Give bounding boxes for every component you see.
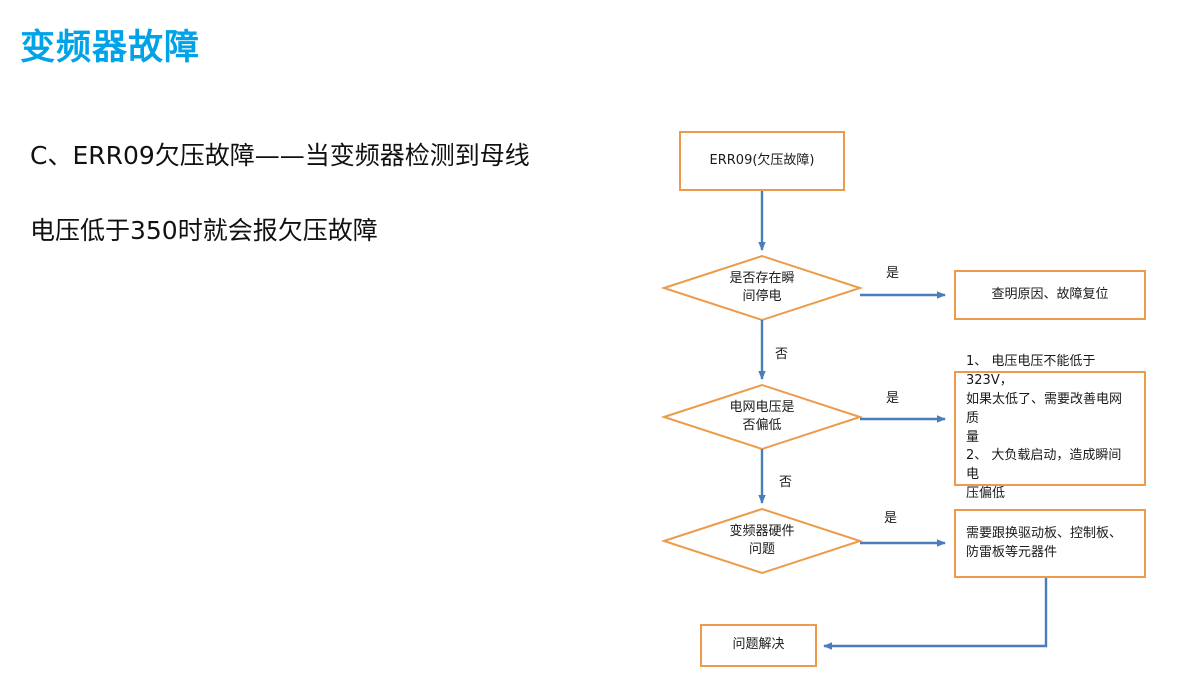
flow-node-action-2-label: 1、 电压电压不能低于323V， 如果太低了、需要改善电网质 量 2、 大负载启… <box>966 354 1123 502</box>
edge-label-yes-1: 是 <box>886 266 900 281</box>
decision-diamond-1-shape <box>660 254 864 322</box>
flow-node-start-label: ERR09(欠压故障) <box>709 152 815 168</box>
body-paragraph-line-1: C、ERR09欠压故障——当变频器检测到母线 <box>30 141 530 170</box>
flow-node-start[interactable]: ERR09(欠压故障) <box>679 131 845 191</box>
edge-label-yes-3: 是 <box>884 511 898 526</box>
edge-label-yes-2: 是 <box>886 391 900 406</box>
decision-diamond-2-shape <box>660 383 864 451</box>
decision-diamond-3-shape <box>660 507 864 575</box>
flow-node-action-3-label: 需要跟换驱动板、控制板、 防雷板等元器件 <box>966 525 1123 560</box>
flow-node-action-1-label: 查明原因、故障复位 <box>991 286 1109 302</box>
page-title: 变频器故障 <box>20 28 201 68</box>
flow-node-action-3[interactable]: 需要跟换驱动板、控制板、 防雷板等元器件 <box>954 509 1146 578</box>
flow-node-end-label: 问题解决 <box>732 637 785 653</box>
edge-label-no-1: 否 <box>775 347 789 362</box>
body-paragraph-line-2: 电压低于350时就会报欠压故障 <box>30 216 378 245</box>
edge-label-no-2: 否 <box>779 475 793 490</box>
flow-node-end[interactable]: 问题解决 <box>700 624 817 667</box>
flow-node-action-2[interactable]: 1、 电压电压不能低于323V， 如果太低了、需要改善电网质 量 2、 大负载启… <box>954 354 1146 501</box>
flow-node-action-1[interactable]: 查明原因、故障复位 <box>954 270 1146 320</box>
